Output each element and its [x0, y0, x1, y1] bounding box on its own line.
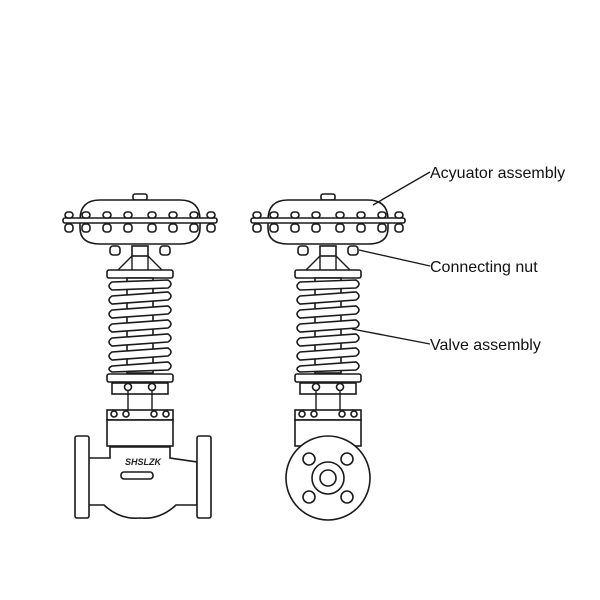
- body-logo: SHSLZK: [125, 457, 163, 467]
- valve-side-view: [250, 193, 406, 521]
- callout-valve: Valve assembly: [351, 328, 541, 354]
- callout-actuator: Acyuator assembly: [372, 165, 565, 206]
- label-valve-assembly: Valve assembly: [430, 337, 541, 354]
- nameplate: [120, 471, 154, 480]
- label-connecting-nut: Connecting nut: [430, 259, 538, 276]
- callout-connecting-nut: Connecting nut: [358, 249, 538, 276]
- label-actuator-assembly: Acyuator assembly: [430, 165, 565, 182]
- valve-front-view: SHSLZK: [62, 193, 218, 520]
